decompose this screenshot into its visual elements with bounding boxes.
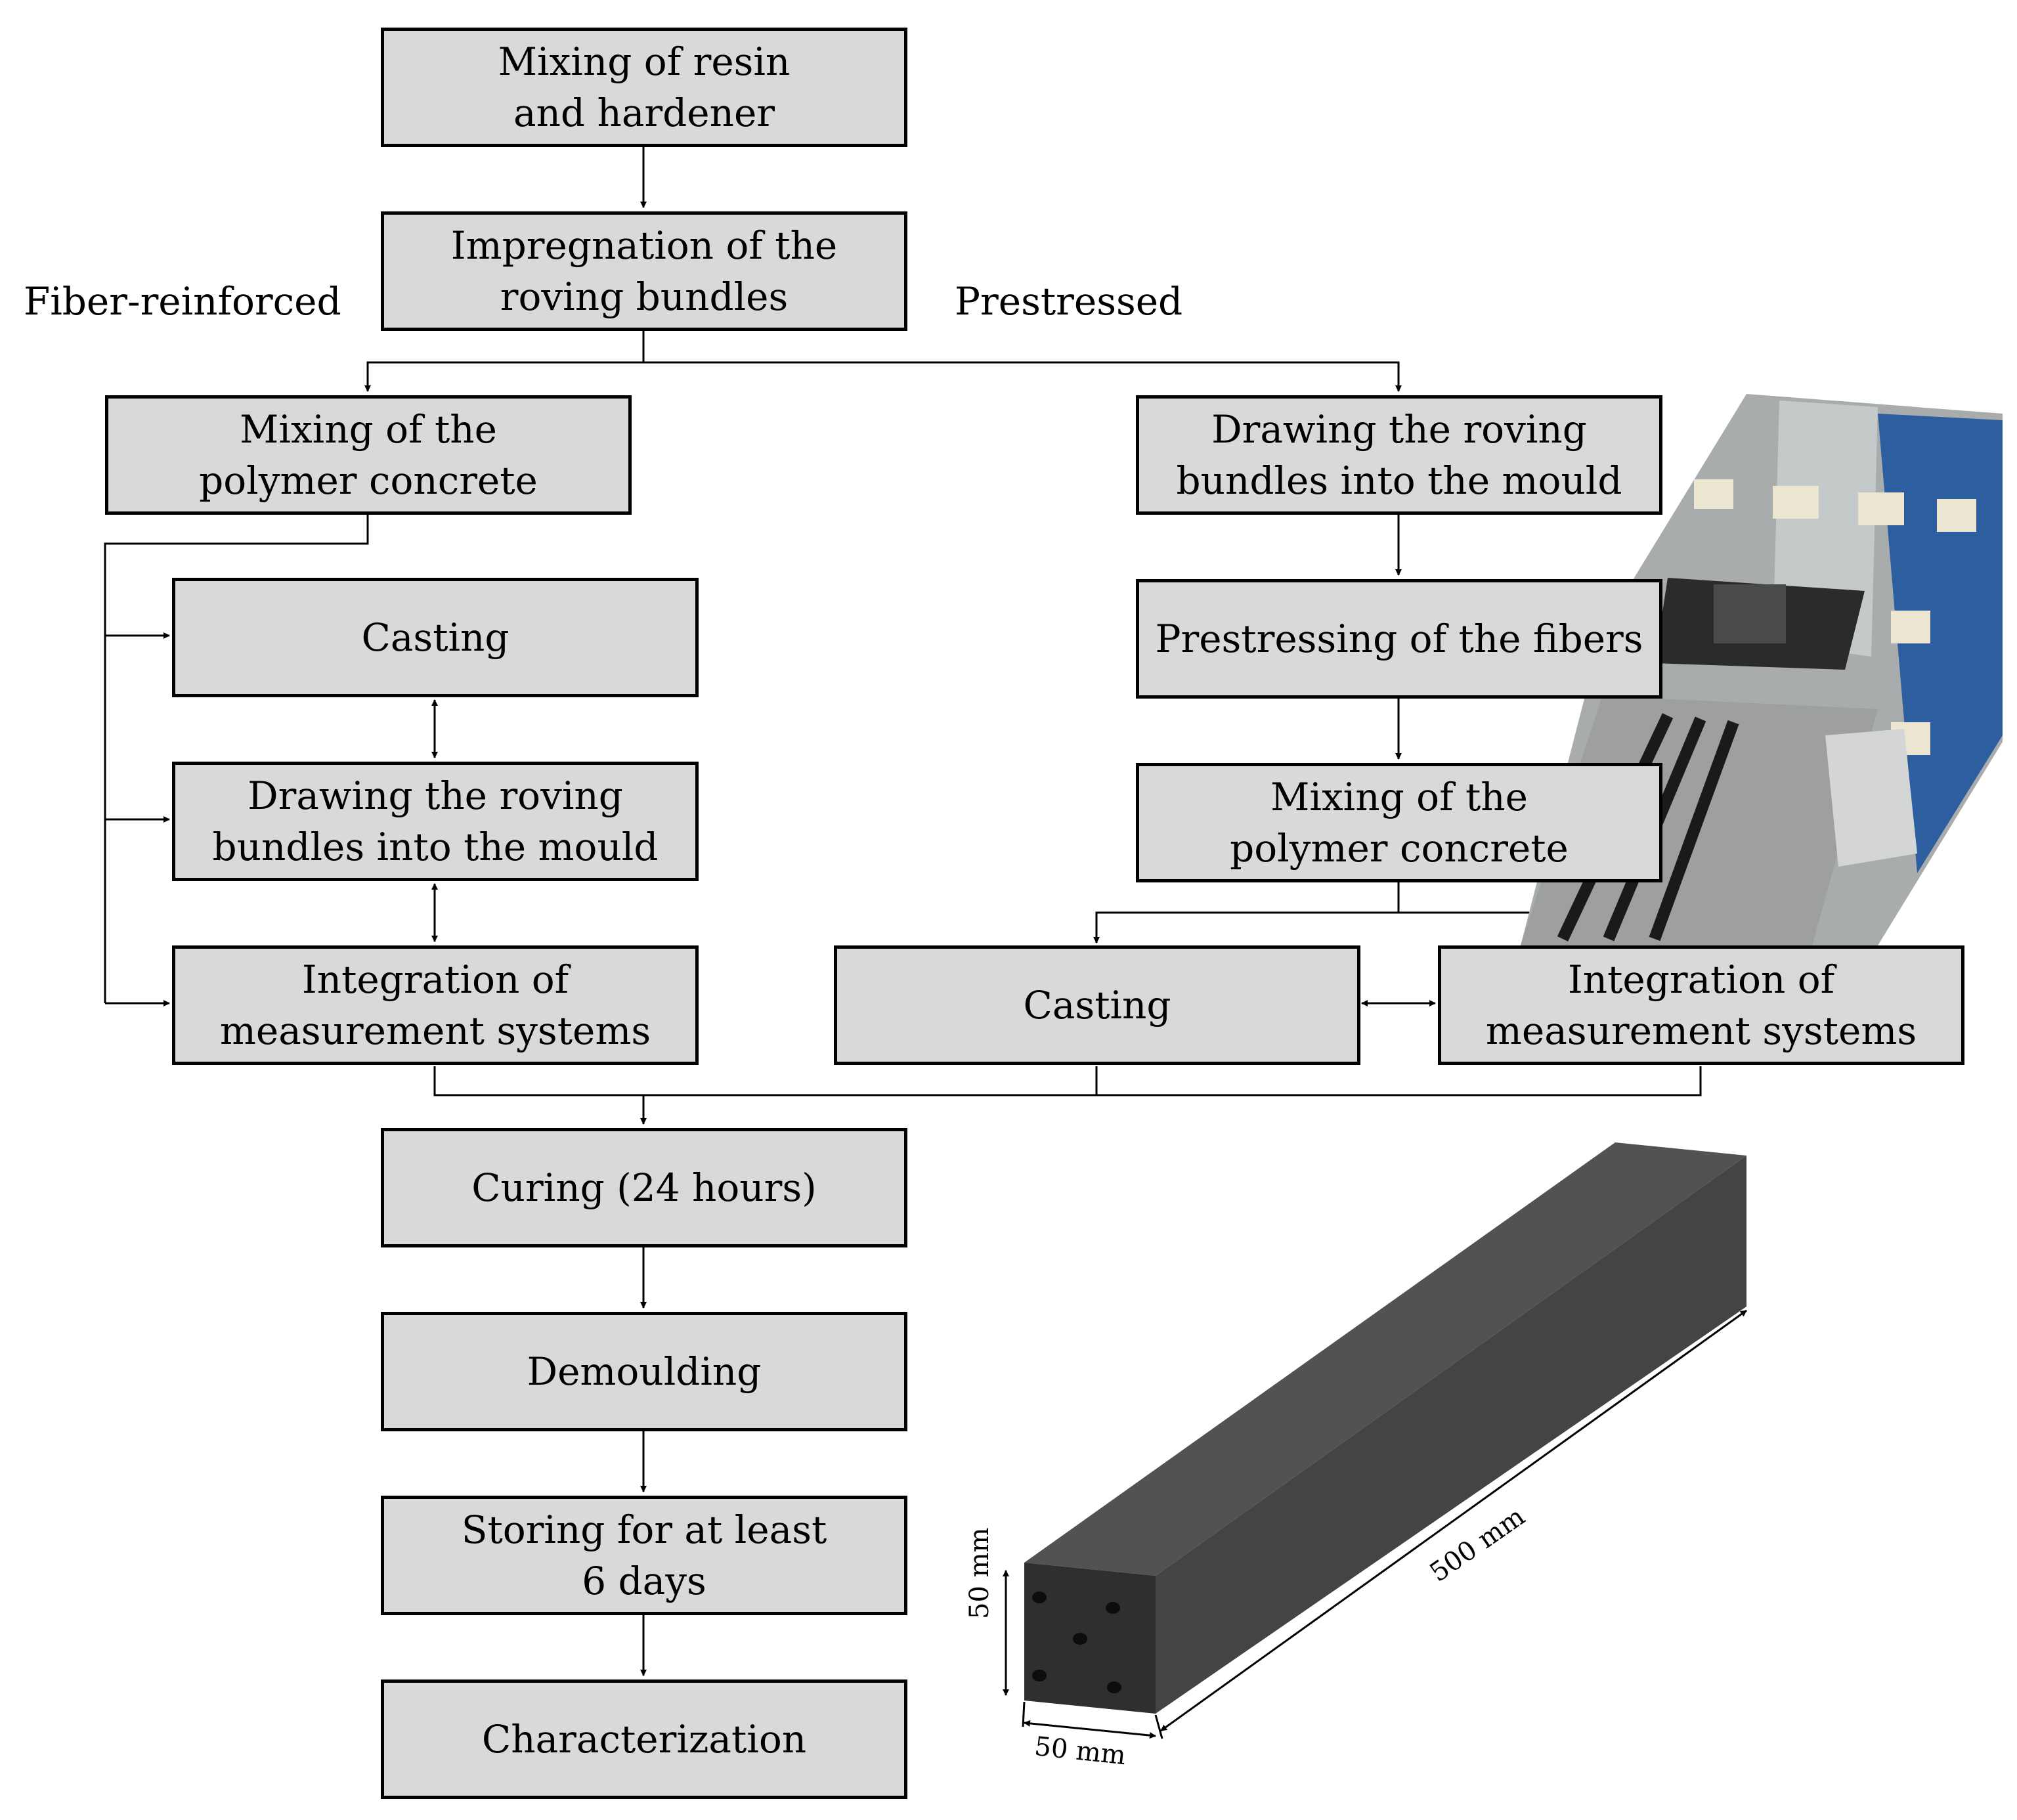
- dimension-length: [1160, 1309, 1747, 1732]
- step-demoulding-label: Demoulding: [527, 1349, 762, 1394]
- arrow-ps-to-casting: [1093, 882, 1400, 943]
- fr-step-integration-label: Integration of measurement systems: [219, 957, 651, 1053]
- merge-line: [433, 1066, 1702, 1096]
- fr-step-drawing: Drawing the roving bundles into the moul…: [172, 762, 699, 881]
- step-characterization-label: Characterization: [481, 1717, 807, 1762]
- ps-step-prestressing-label: Prestressing of the fibers: [1155, 617, 1643, 661]
- ps-step-casting: Casting: [834, 945, 1360, 1065]
- ps-step-drawing: Drawing the roving bundles into the moul…: [1136, 395, 1662, 515]
- ps-step-drawing-label: Drawing the roving bundles into the moul…: [1176, 407, 1622, 503]
- arrow-to-ps-drawing: [643, 361, 1402, 392]
- step-impregnation-label: Impregnation of the roving bundles: [450, 223, 838, 319]
- step-curing-label: Curing (24 hours): [471, 1165, 817, 1210]
- mould-photo-illustration: [1521, 394, 2003, 945]
- fr-step-casting: Casting: [172, 578, 699, 697]
- fr-step-integration: Integration of measurement systems: [172, 945, 699, 1065]
- dimension-width: [1024, 1720, 1156, 1739]
- step-mixing-resin-hardener-label: Mixing of resin and hardener: [498, 39, 791, 135]
- arrow-to-fr-mixing: [364, 331, 645, 392]
- fr-step-mixing-label: Mixing of the polymer concrete: [199, 407, 538, 503]
- step-characterization: Characterization: [381, 1679, 907, 1799]
- fr-bracket-line: [104, 515, 369, 1003]
- dimension-height-label: 50 mm: [965, 1527, 995, 1619]
- step-curing: Curing (24 hours): [381, 1128, 907, 1247]
- ps-step-integration: Integration of measurement systems: [1438, 945, 1964, 1065]
- ps-step-integration-label: Integration of measurement systems: [1485, 957, 1917, 1053]
- step-demoulding: Demoulding: [381, 1312, 907, 1431]
- specimen-fiber-holes: [1032, 1592, 1121, 1693]
- step-impregnation: Impregnation of the roving bundles: [381, 211, 907, 331]
- step-storing-label: Storing for at least 6 days: [461, 1507, 827, 1603]
- fr-step-drawing-label: Drawing the roving bundles into the moul…: [212, 773, 659, 869]
- specimen-front-face: [1024, 1563, 1156, 1714]
- dimension-lines: [1003, 1309, 1747, 1739]
- ps-step-mixing: Mixing of the polymer concrete: [1136, 763, 1662, 882]
- step-mixing-resin-hardener: Mixing of resin and hardener: [381, 28, 907, 147]
- ps-step-casting-label: Casting: [1023, 983, 1171, 1028]
- ps-step-prestressing: Prestressing of the fibers: [1136, 579, 1662, 699]
- branch-label-prestressed: Prestressed: [955, 279, 1183, 324]
- ps-step-mixing-label: Mixing of the polymer concrete: [1230, 775, 1569, 871]
- branch-label-fiber-reinforced: Fiber-reinforced: [24, 279, 341, 324]
- step-storing: Storing for at least 6 days: [381, 1496, 907, 1615]
- fr-step-mixing: Mixing of the polymer concrete: [105, 395, 632, 515]
- fr-step-casting-label: Casting: [361, 615, 510, 660]
